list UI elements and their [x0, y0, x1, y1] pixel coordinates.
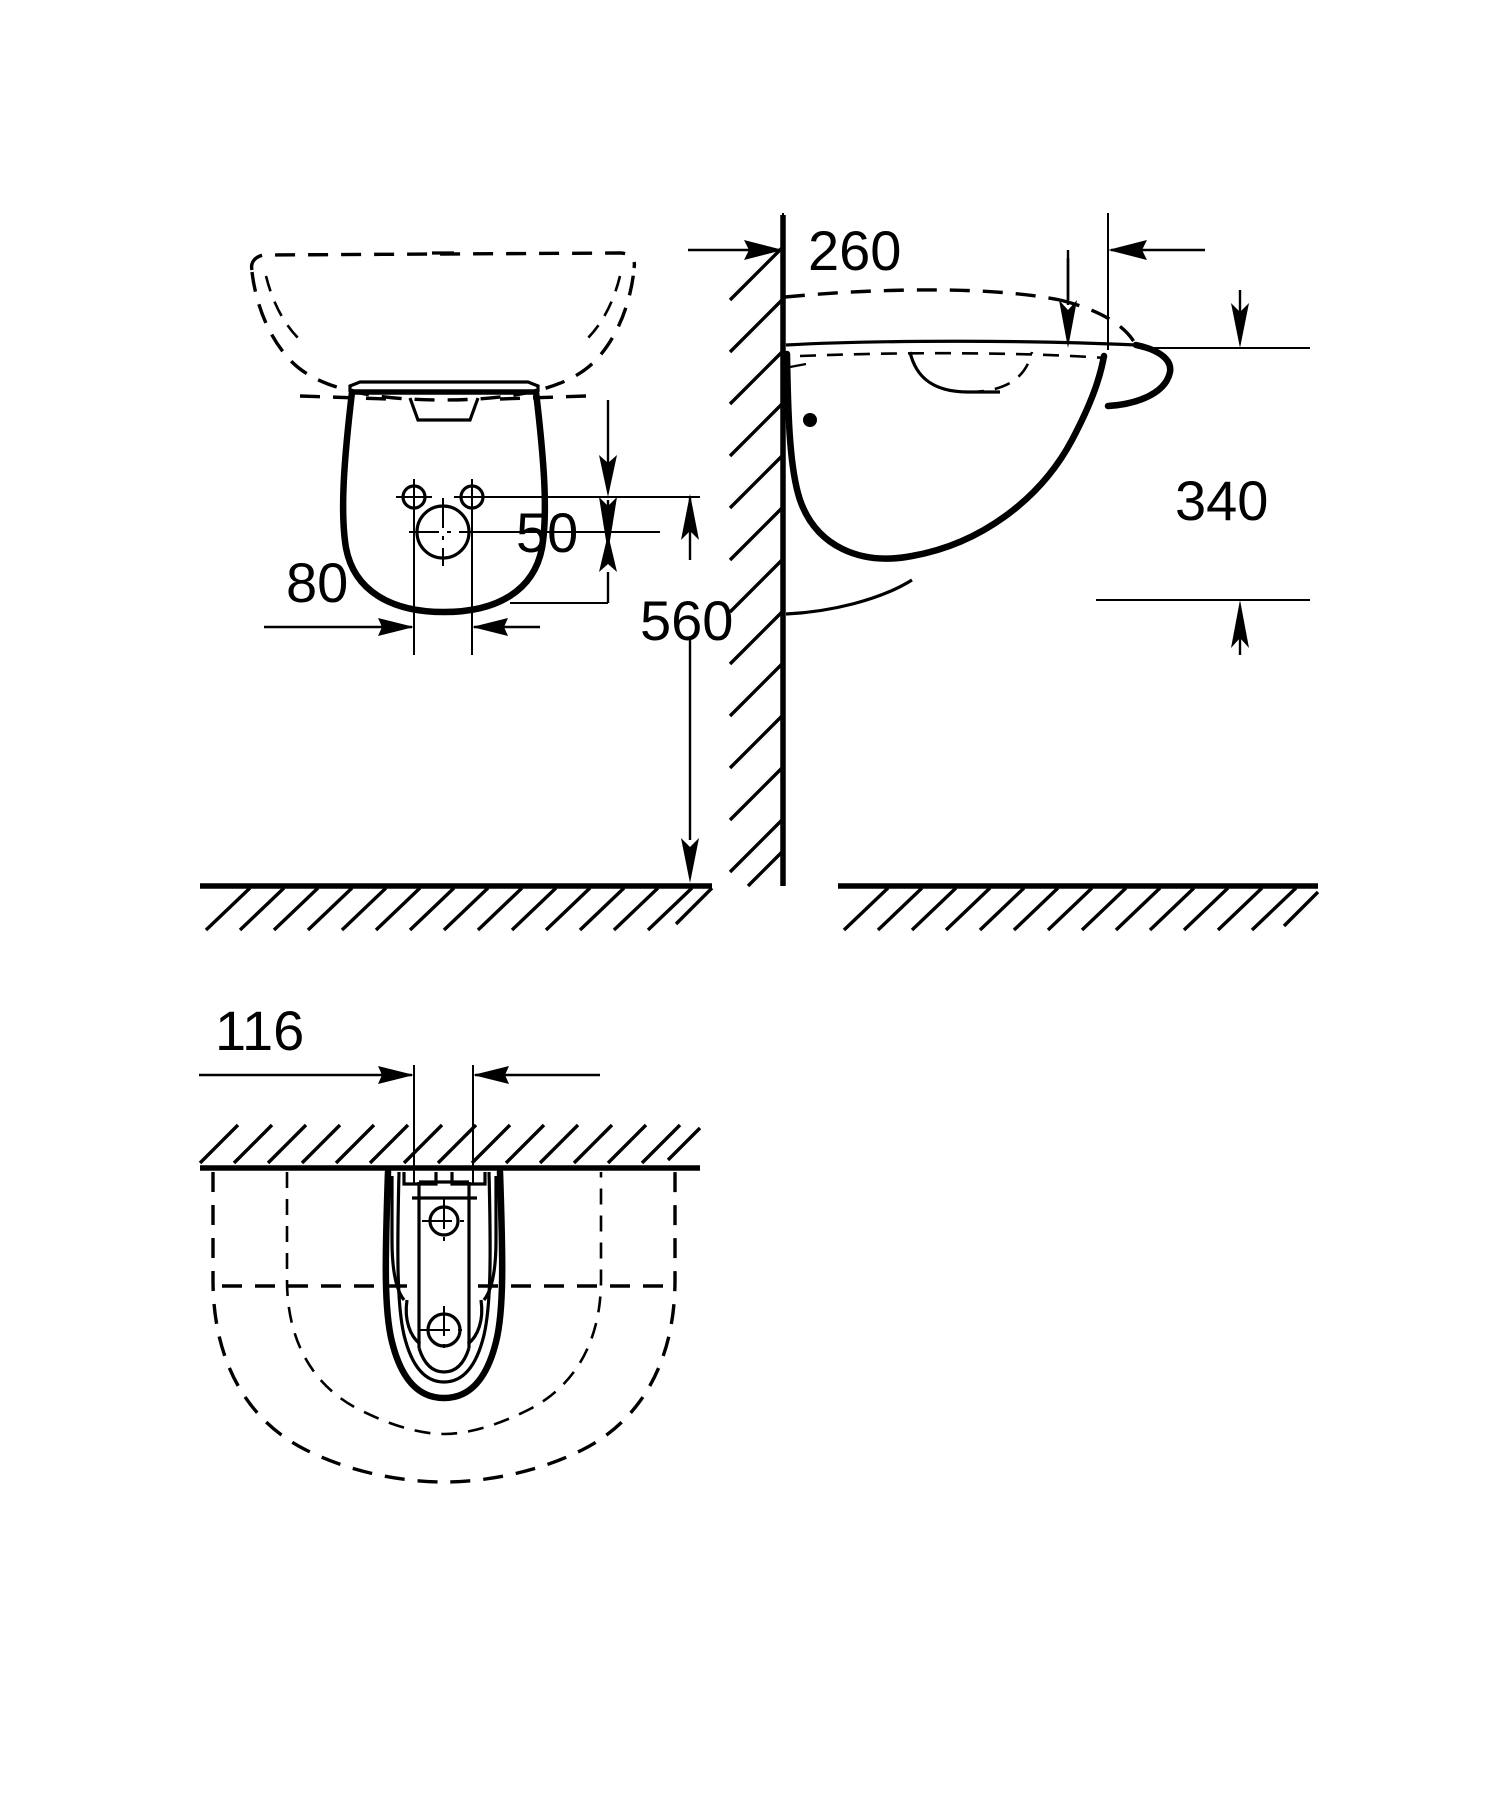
side-floor — [838, 883, 1320, 932]
basin-profile-side — [783, 288, 1174, 616]
dim-560-label: 560 — [640, 589, 733, 652]
dim-340-label: 340 — [1175, 469, 1268, 532]
dim-80-label: 80 — [286, 551, 348, 614]
dim-116-label: 116 — [215, 999, 304, 1062]
front-extension-lines — [413, 490, 473, 655]
side-floor-hatching — [842, 886, 1320, 932]
dim-50-group: 50 — [470, 400, 700, 604]
wall-hatching — [728, 246, 784, 888]
fixing-hole-marks-front — [396, 479, 490, 566]
dim-340-group: 340 — [1096, 290, 1310, 655]
dim-260-label: 260 — [808, 219, 901, 282]
dim-basin-depth-group — [1059, 250, 1310, 349]
dim-bolt-gap-group — [472, 618, 540, 636]
front-elevation-view: 80 50 — [200, 251, 733, 932]
dim-50-label: 50 — [516, 501, 578, 564]
dim-116-group: 116 — [199, 999, 600, 1185]
plan-wall — [198, 1123, 702, 1171]
basin-bowl-outline-front — [249, 251, 637, 402]
fixing-hole-marks-plan — [420, 1199, 468, 1354]
dim-80-group: 80 — [264, 551, 414, 636]
dim-260-group: 260 — [688, 213, 1205, 350]
side-elevation-view: 260 340 — [688, 213, 1320, 932]
side-wall — [728, 215, 786, 888]
plan-view: 116 — [198, 999, 702, 1484]
basin-outline-plan — [211, 1172, 677, 1484]
semi-pedestal-front — [339, 380, 549, 616]
front-floor — [200, 883, 714, 932]
semi-pedestal-plan — [382, 1168, 506, 1402]
dim-560-group: 560 — [640, 494, 733, 883]
plan-wall-hatching — [198, 1123, 702, 1165]
